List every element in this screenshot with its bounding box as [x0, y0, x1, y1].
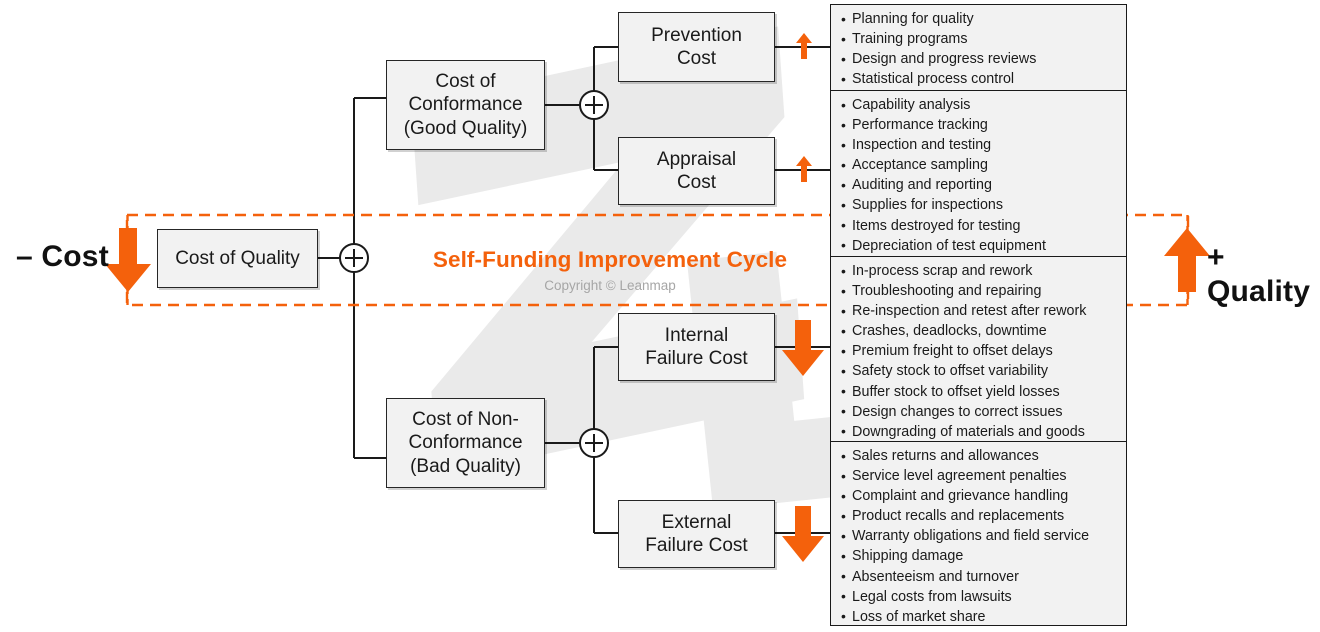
- list-item: Legal costs from lawsuits: [841, 586, 1122, 607]
- prevention-cost-items: Planning for qualityTraining programsDes…: [841, 8, 1122, 89]
- list-item: Items destroyed for testing: [841, 215, 1122, 236]
- external-failure-decrease-arrow-icon: [782, 506, 824, 562]
- cost-down-arrow-icon: [105, 228, 151, 292]
- node-label: External Failure Cost: [645, 511, 748, 556]
- list-item: In-process scrap and rework: [841, 260, 1122, 281]
- list-item: Design and progress reviews: [841, 49, 1122, 69]
- list-item: Troubleshooting and repairing: [841, 281, 1122, 301]
- list-item: Premium freight to offset delays: [841, 341, 1122, 361]
- list-section-internal-failure: In-process scrap and reworkTroubleshooti…: [831, 256, 1126, 441]
- list-item: Loss of market share: [841, 606, 1122, 625]
- external-failure-cost-items: Sales returns and allowancesService leve…: [841, 445, 1122, 625]
- self-funding-cycle-title: Self-Funding Improvement Cycle: [432, 247, 788, 272]
- list-item: Capability analysis: [841, 94, 1122, 115]
- internal-failure-cost-items: In-process scrap and reworkTroubleshooti…: [841, 260, 1122, 441]
- copyright-notice: Copyright © Leanmap: [544, 278, 676, 293]
- list-item: Performance tracking: [841, 115, 1122, 135]
- list-item: Auditing and reporting: [841, 175, 1122, 195]
- node-label: Cost of Conformance (Good Quality): [403, 71, 528, 139]
- node-label: Prevention Cost: [651, 24, 742, 69]
- list-item: Inspection and testing: [841, 135, 1122, 155]
- node-prevention-cost[interactable]: Prevention Cost: [618, 12, 775, 82]
- list-item: Statistical process control: [841, 69, 1122, 89]
- internal-failure-decrease-arrow-icon: [782, 320, 824, 376]
- node-label: Cost of Quality: [175, 247, 300, 269]
- node-label: Cost of Non- Conformance (Bad Quality): [408, 409, 523, 477]
- list-item: Planning for quality: [841, 8, 1122, 29]
- list-item: Warranty obligations and field service: [841, 526, 1122, 546]
- list-item: Buffer stock to offset yield losses: [841, 381, 1122, 402]
- cost-decrease-label: – Cost: [16, 240, 109, 273]
- list-item: Acceptance sampling: [841, 155, 1122, 175]
- list-item: Downgrading of materials and goods: [841, 421, 1122, 441]
- list-item: Absenteeism and turnover: [841, 566, 1122, 587]
- list-item: Crashes, deadlocks, downtime: [841, 321, 1122, 341]
- prevention-increase-arrow-icon: [796, 33, 812, 59]
- quality-up-arrow-icon: [1164, 228, 1210, 292]
- list-item: Re-inspection and retest after rework: [841, 301, 1122, 321]
- list-item: Supplies for inspections: [841, 195, 1122, 215]
- quality-increase-label: + Quality: [1207, 241, 1311, 308]
- list-item: Safety stock to offset variability: [841, 361, 1122, 381]
- node-appraisal-cost[interactable]: Appraisal Cost: [618, 137, 775, 205]
- node-cost-of-quality[interactable]: Cost of Quality: [157, 229, 318, 288]
- node-external-failure-cost[interactable]: External Failure Cost: [618, 500, 775, 568]
- node-label: Appraisal Cost: [656, 148, 737, 193]
- list-item: Service level agreement penalties: [841, 466, 1122, 486]
- list-item: Design changes to correct issues: [841, 401, 1122, 422]
- list-section-external-failure: Sales returns and allowancesService leve…: [831, 441, 1126, 625]
- list-section-prevention: Planning for qualityTraining programsDes…: [831, 5, 1126, 90]
- appraisal-increase-arrow-icon: [796, 156, 812, 182]
- list-item: Product recalls and replacements: [841, 506, 1122, 526]
- node-internal-failure-cost[interactable]: Internal Failure Cost: [618, 313, 775, 381]
- list-item: Depreciation of test equipment: [841, 235, 1122, 256]
- node-cost-of-non-conformance[interactable]: Cost of Non- Conformance (Bad Quality): [386, 398, 545, 488]
- list-item: Shipping damage: [841, 546, 1122, 566]
- cost-category-lists: Planning for qualityTraining programsDes…: [830, 4, 1127, 626]
- node-cost-of-conformance[interactable]: Cost of Conformance (Good Quality): [386, 60, 545, 150]
- list-item: Training programs: [841, 29, 1122, 49]
- list-section-appraisal: Capability analysisPerformance trackingI…: [831, 90, 1126, 256]
- node-label: Internal Failure Cost: [645, 324, 748, 369]
- list-item: Complaint and grievance handling: [841, 486, 1122, 506]
- list-item: Sales returns and allowances: [841, 445, 1122, 466]
- appraisal-cost-items: Capability analysisPerformance trackingI…: [841, 94, 1122, 256]
